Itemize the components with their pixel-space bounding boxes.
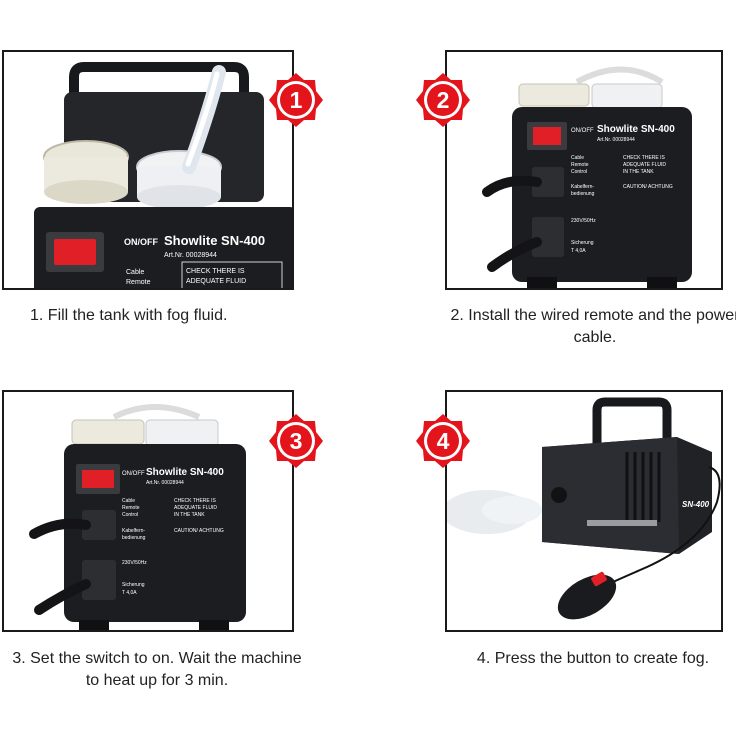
artnr-label-3: Art.Nr. 00028944: [146, 480, 184, 486]
onoff-label: ON/OFF: [124, 237, 158, 247]
step-2-badge: 2: [415, 72, 471, 128]
step-2-image: ON/OFF Showlite SN-400 Art.Nr. 00028944 …: [445, 50, 723, 290]
artnr-label: Art.Nr. 00028944: [164, 252, 217, 259]
remote-label: Remote: [126, 279, 151, 286]
voltage-label-2: 230V/50Hz: [571, 218, 596, 224]
adequate-label-3: ADEQUATE FLUID: [174, 505, 217, 511]
step-2-number: 2: [437, 87, 450, 113]
remote-label-3: Remote: [122, 505, 140, 511]
sicherung-label-3: Sicherung: [122, 582, 145, 588]
adequate-fluid-label: ADEQUATE FLUID: [186, 278, 246, 285]
artnr-label-2: Art.Nr. 00028944: [597, 137, 635, 143]
bedienung-label-2: bedienung: [571, 191, 595, 197]
bedienung-label-3: bedienung: [122, 535, 146, 541]
in-tank-label-3: IN THE TANK: [174, 512, 205, 518]
step-4-image: SN-400: [445, 390, 723, 632]
sicherung-label-2: Sicherung: [571, 240, 594, 246]
brand-label-2: Showlite SN-400: [597, 124, 675, 135]
step-1-image: ON/OFF Showlite SN-400 Art.Nr. 00028944 …: [2, 50, 294, 290]
fog-machine-fill-illustration: ON/OFF Showlite SN-400 Art.Nr. 00028944 …: [4, 52, 292, 288]
check-fluid-label: CHECK THERE IS: [186, 268, 245, 275]
control-label-3: Control: [122, 512, 138, 518]
fuse-label-3: T 4,0A: [122, 590, 137, 596]
onoff-label-3: ON/OFF: [122, 471, 145, 477]
cable-label-3: Cable: [122, 498, 135, 504]
step-4-number: 4: [437, 428, 450, 454]
model-side-label: SN-400: [682, 500, 710, 509]
cable-label-2: Cable: [571, 155, 584, 161]
brand-label: Showlite SN-400: [164, 233, 265, 248]
step-1-caption: 1. Fill the tank with fog fluid.: [30, 307, 228, 324]
fuse-label-2: T 4,0A: [571, 248, 586, 254]
step-1-badge: 1: [268, 72, 324, 128]
step-3-caption: 3. Set the switch to on. Wait the machin…: [12, 650, 302, 689]
check-fluid-label-2: CHECK THERE IS: [623, 155, 666, 161]
kabel-label-2: Kabelfern-: [571, 184, 594, 190]
step-3-image: ON/OFF Showlite SN-400 Art.Nr. 00028944 …: [2, 390, 294, 632]
adequate-label-2: ADEQUATE FLUID: [623, 162, 666, 168]
caution-label-2: CAUTION/ ACHTUNG: [623, 184, 673, 190]
step-2-caption: 2. Install the wired remote and the powe…: [450, 307, 736, 346]
fog-machine-back-illustration: ON/OFF Showlite SN-400 Art.Nr. 00028944 …: [447, 52, 721, 288]
caution-label-3: CAUTION/ ACHTUNG: [174, 528, 224, 534]
step-3-number: 3: [290, 428, 303, 454]
voltage-label-3: 230V/50Hz: [122, 560, 147, 566]
step-4-badge: 4: [415, 413, 471, 469]
fog-machine-remote-illustration: SN-400: [447, 392, 721, 630]
remote-label-2: Remote: [571, 162, 589, 168]
check-fluid-label-3: CHECK THERE IS: [174, 498, 217, 504]
step-3-badge: 3: [268, 413, 324, 469]
step-4-caption: 4. Press the button to create fog.: [476, 650, 710, 667]
step-1-number: 1: [290, 87, 303, 113]
brand-label-3: Showlite SN-400: [146, 467, 224, 478]
in-tank-label-2: IN THE TANK: [623, 169, 654, 175]
kabel-label-3: Kabelfern-: [122, 528, 145, 534]
control-label-2: Control: [571, 169, 587, 175]
cable-label: Cable: [126, 269, 144, 276]
fog-machine-switch-illustration: ON/OFF Showlite SN-400 Art.Nr. 00028944 …: [4, 392, 292, 630]
onoff-label-2: ON/OFF: [571, 128, 594, 134]
